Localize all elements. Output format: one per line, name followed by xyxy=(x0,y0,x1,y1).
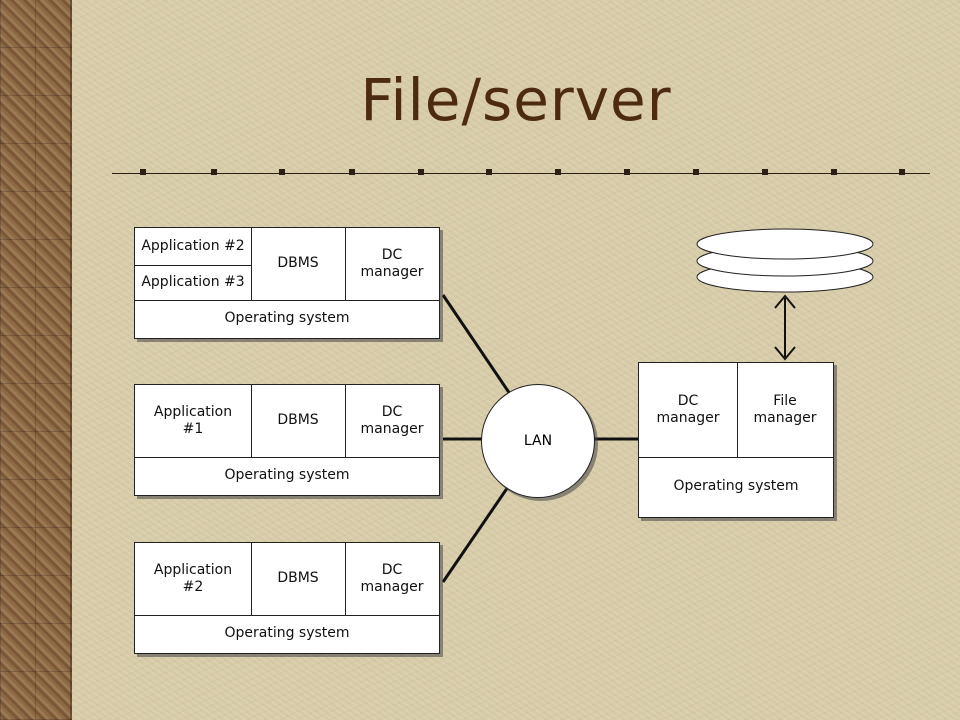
application-3-label: Application #3 xyxy=(141,273,245,290)
divider-dot xyxy=(693,169,699,175)
file-server-box: DC manager File manager Operating system xyxy=(638,362,834,518)
divider-dot xyxy=(762,169,768,175)
operating-system-label: Operating system xyxy=(673,478,799,495)
operating-system-label: Operating system xyxy=(224,467,350,484)
dbms-label: DBMS xyxy=(277,255,319,272)
divider xyxy=(251,543,252,615)
divider xyxy=(639,457,833,458)
divider-dot xyxy=(624,169,630,175)
divider-dot xyxy=(349,169,355,175)
divider-dot xyxy=(486,169,492,175)
divider xyxy=(345,385,346,457)
dc-manager-label: DC manager xyxy=(656,392,720,427)
divider xyxy=(737,363,738,457)
operating-system-label: Operating system xyxy=(224,625,350,642)
slide-title: File/server xyxy=(360,66,672,134)
operating-system-label: Operating system xyxy=(224,310,350,327)
dbms-label: DBMS xyxy=(277,570,319,587)
divider-dot xyxy=(555,169,561,175)
application-2-label: Application #2 xyxy=(153,561,233,596)
divider xyxy=(251,385,252,457)
divider xyxy=(135,300,439,301)
divider-dot xyxy=(279,169,285,175)
file-manager-label: File manager xyxy=(753,392,817,427)
application-1-label: Application #1 xyxy=(153,403,233,438)
dc-manager-label: DC manager xyxy=(360,561,424,596)
divider xyxy=(135,615,439,616)
divider xyxy=(135,457,439,458)
application-2-label: Application #2 xyxy=(141,237,245,254)
divider-dot xyxy=(418,169,424,175)
divider-dot xyxy=(211,169,217,175)
title-divider xyxy=(112,173,930,174)
client-box-1: Application #2 Application #3 DBMS DC ma… xyxy=(134,227,440,339)
lan-node: LAN xyxy=(481,384,595,498)
divider-dot xyxy=(831,169,837,175)
divider xyxy=(251,228,252,300)
divider-dot xyxy=(140,169,146,175)
divider xyxy=(135,265,251,266)
left-decorative-strip xyxy=(0,0,72,720)
client-box-2: Application #1 DBMS DC manager Operating… xyxy=(134,384,440,496)
divider xyxy=(345,228,346,300)
divider-dot xyxy=(899,169,905,175)
dc-manager-label: DC manager xyxy=(360,403,424,438)
client-box-3: Application #2 DBMS DC manager Operating… xyxy=(134,542,440,654)
dc-manager-label: DC manager xyxy=(360,246,424,281)
disk-stack-icon xyxy=(696,228,874,293)
divider xyxy=(345,543,346,615)
dbms-label: DBMS xyxy=(277,412,319,429)
